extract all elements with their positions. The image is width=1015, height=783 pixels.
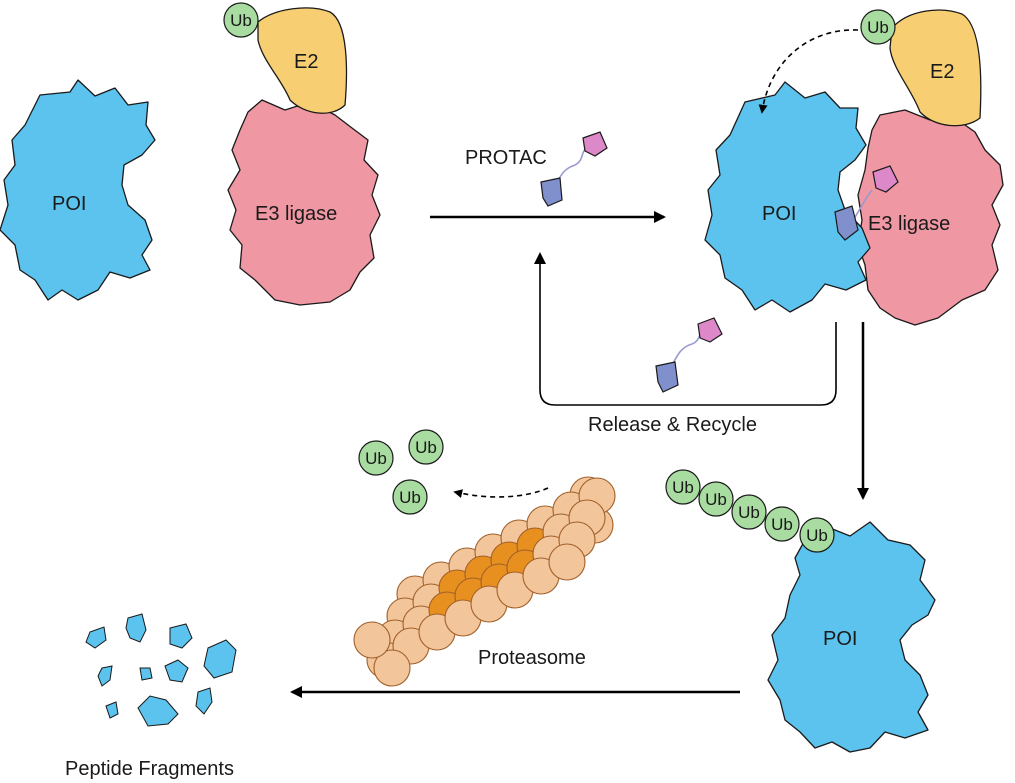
ub-chain-5: Ub — [799, 517, 835, 553]
poi-ubiquitinated: POI — [767, 521, 936, 753]
protac-molecule-top — [540, 131, 608, 207]
e3-complex-label: E3 ligase — [868, 213, 950, 235]
fragment-2 — [125, 613, 147, 643]
fragment-10 — [105, 701, 119, 719]
bound-e3-warhead — [872, 165, 899, 193]
poi-free: POI — [0, 79, 156, 301]
e2-complex-label: E2 — [930, 61, 954, 83]
peptide-fragments — [85, 613, 237, 727]
fragment-5 — [97, 665, 113, 687]
free-ub-1: Ub — [358, 440, 394, 476]
poi-label: POI — [52, 193, 86, 215]
ub-chain-1-label: Ub — [672, 478, 694, 497]
recycled-e3-warhead — [697, 317, 723, 343]
bound-poi-warhead — [834, 205, 859, 241]
free-ub-1-label: Ub — [365, 449, 387, 468]
e3-ligase-complex: E3 ligase — [857, 109, 1004, 326]
free-ub-3: Ub — [392, 479, 428, 515]
poi-complex-label: POI — [762, 203, 796, 225]
poi-complex: POI — [704, 81, 871, 313]
proteasome-subunit-35 — [373, 649, 411, 687]
ub-transfer-dashed-arrow — [758, 29, 859, 114]
ub-chain-4-label: Ub — [771, 515, 793, 534]
ub-chain-2: Ub — [698, 481, 734, 517]
ub-chain-4: Ub — [764, 506, 800, 542]
ub-chain-2-label: Ub — [705, 490, 727, 509]
free-ub-3-label: Ub — [399, 488, 421, 507]
fragment-9 — [195, 687, 213, 715]
release-recycle-label: Release & Recycle — [588, 414, 757, 436]
ub-label: Ub — [230, 11, 252, 30]
proteasome-subunit-34 — [548, 543, 586, 581]
protac-label: PROTAC — [465, 147, 547, 169]
e2-free: E2 — [257, 7, 348, 114]
protac-e3-warhead — [582, 131, 608, 157]
ub-chain-1: Ub — [665, 469, 701, 505]
e2-complex: E2 — [889, 9, 982, 127]
fragment-4 — [203, 639, 237, 679]
ub-chain-3-label: Ub — [738, 503, 760, 522]
e3-label: E3 ligase — [255, 203, 337, 225]
ub-chain-3: Ub — [731, 494, 767, 530]
ub-complex-label: Ub — [867, 18, 889, 37]
polyubiquitin-chain: Ub Ub Ub Ub Ub — [665, 469, 835, 553]
ub-on-e2-complex: Ub — [860, 9, 896, 45]
peptide-fragments-label: Peptide Fragments — [65, 758, 234, 780]
proteasome-label: Proteasome — [478, 647, 586, 669]
free-ub-2-label: Ub — [415, 438, 437, 457]
protac-molecule-bound — [834, 165, 899, 241]
protac-poi-warhead — [540, 177, 563, 207]
protac-molecule-recycled — [655, 317, 723, 393]
recycled-poi-warhead — [655, 361, 679, 393]
proteasome — [353, 476, 616, 687]
fragment-6 — [139, 667, 153, 681]
free-ub-2: Ub — [408, 429, 444, 465]
fragment-8 — [137, 695, 179, 727]
fragment-1 — [85, 626, 107, 649]
fragment-3 — [169, 623, 193, 649]
proteasome-subunit-36 — [353, 621, 391, 659]
ub-on-e2-free: Ub — [223, 2, 259, 38]
ub-chain-5-label: Ub — [806, 526, 828, 545]
ub-release-dashed-arrow — [453, 487, 549, 498]
fragment-7 — [164, 659, 189, 683]
recycle-loop-arrow — [534, 252, 837, 406]
e2-label: E2 — [294, 51, 318, 73]
e3-ligase-free: E3 ligase — [227, 99, 381, 306]
poi-ub-label: POI — [823, 628, 857, 650]
